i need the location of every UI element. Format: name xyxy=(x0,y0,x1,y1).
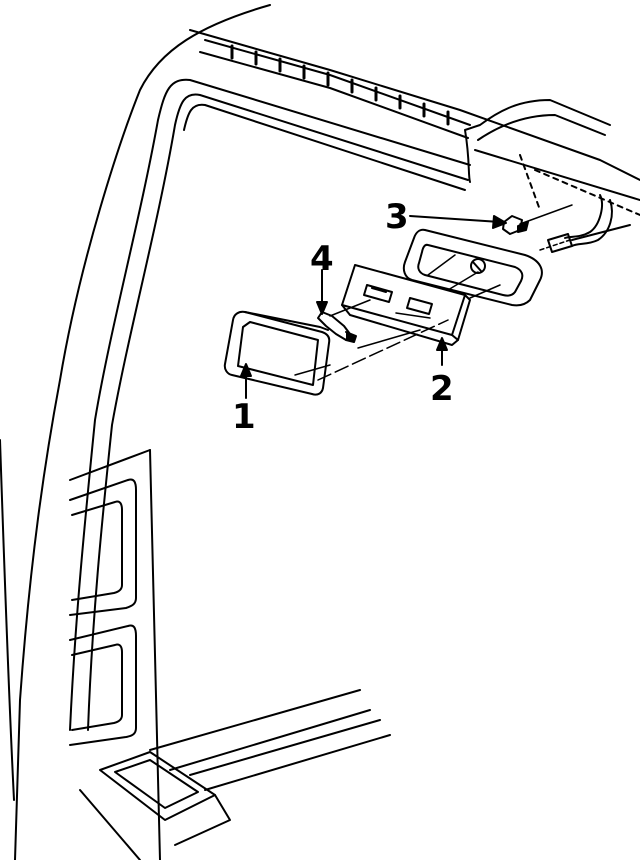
callout-1: 1 xyxy=(232,397,256,437)
housing-window xyxy=(371,287,387,293)
lens-inner xyxy=(237,321,319,386)
roof-molding xyxy=(204,39,471,126)
sill-line xyxy=(79,789,141,860)
wire xyxy=(564,194,603,239)
leader-3 xyxy=(409,215,507,229)
roof-corner-inner xyxy=(477,114,606,141)
hidden-line xyxy=(519,154,640,216)
housing-back xyxy=(451,294,471,341)
bezel-inner xyxy=(417,243,524,297)
panel-upper-inner xyxy=(71,500,123,601)
leader-2 xyxy=(436,337,448,366)
leader-4 xyxy=(316,269,328,315)
bezel-hole xyxy=(470,258,486,274)
roof-molding-inner xyxy=(199,51,469,139)
door-frame-inner-2 xyxy=(183,103,466,191)
lamp-bezel xyxy=(402,228,543,307)
rear-panels xyxy=(69,478,137,746)
connector xyxy=(547,233,573,253)
roof-ribs xyxy=(230,44,450,126)
housing-slot-right xyxy=(406,297,433,315)
rocker-area xyxy=(79,689,391,860)
floor-rail-4 xyxy=(204,734,391,791)
interior-panel xyxy=(69,449,151,481)
roof-corner xyxy=(464,99,611,183)
step-plate-inner xyxy=(114,759,199,809)
callout-4: 4 xyxy=(310,239,334,279)
wire-2 xyxy=(571,199,613,247)
alignment-lines xyxy=(294,204,573,381)
sill-line-2 xyxy=(174,794,231,846)
cab-body xyxy=(0,4,640,860)
leader-1 xyxy=(240,363,252,399)
lamp-lens xyxy=(223,310,331,396)
floor-rail-1 xyxy=(149,689,361,751)
roof-right-edge xyxy=(474,149,640,201)
door-frame-outer xyxy=(69,78,471,731)
housing-slot-left xyxy=(363,284,393,303)
roof-top-line xyxy=(189,29,640,181)
lens-outer xyxy=(223,310,331,396)
door-frame-inner xyxy=(87,93,469,731)
cab-outer-edge xyxy=(14,4,271,860)
callout-3: 3 xyxy=(385,197,409,237)
lens-rim xyxy=(244,311,329,331)
screw xyxy=(502,215,529,235)
panel-lower-outer xyxy=(69,624,137,746)
bezel-outer xyxy=(402,228,543,307)
panel-upper-outer xyxy=(69,478,137,616)
panel-lower-inner xyxy=(71,643,123,731)
wire-harness xyxy=(547,194,631,253)
connector-line xyxy=(571,224,631,241)
callout-2: 2 xyxy=(430,369,454,409)
floor-rail-2 xyxy=(169,709,371,771)
cab-side-line xyxy=(0,439,15,801)
bulb xyxy=(317,311,357,343)
floor-rail-3 xyxy=(189,719,381,776)
housing-front xyxy=(341,264,466,336)
interior-wall xyxy=(149,449,161,860)
